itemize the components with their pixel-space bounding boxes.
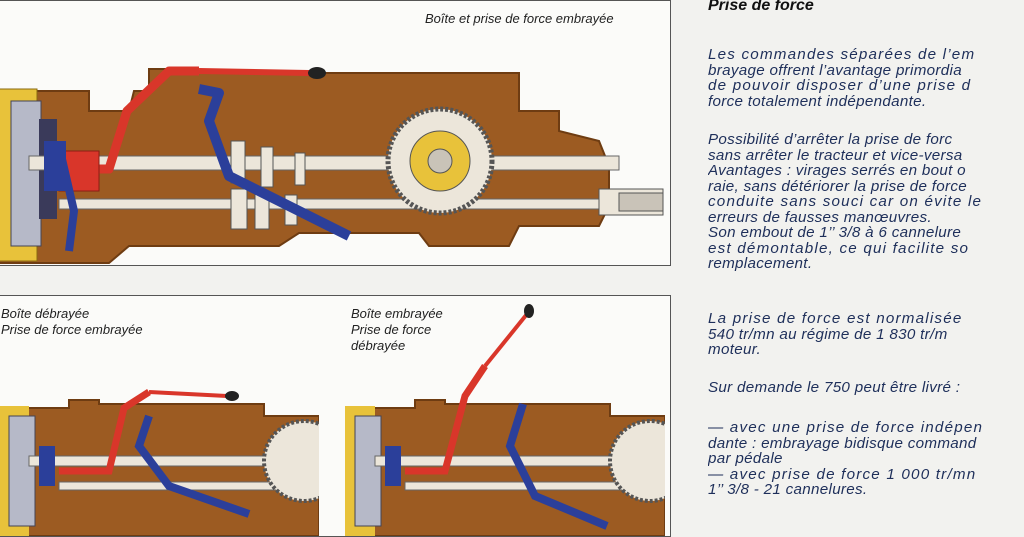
section-title: Prise de force xyxy=(708,0,814,14)
top-figure: Boîte et prise de force embrayée xyxy=(0,0,671,266)
bottom-right-caption: Boîte embrayée Prise de force débrayée xyxy=(351,306,443,353)
paragraph-5: — avec une prise de force indépen dante … xyxy=(708,420,984,498)
paragraph-4: Sur demande le 750 peut être livré : xyxy=(708,380,961,396)
text-column: Prise de force Les commandes séparées de… xyxy=(700,0,1024,532)
paragraph-1: Les commandes séparées de l’em brayage o… xyxy=(708,47,976,109)
paragraph-3: La prise de force est normalisée 540 tr/… xyxy=(708,311,963,358)
paragraph-2: Possibilité d’arrêter la prise de forc s… xyxy=(708,132,983,272)
gearbox-pto-engaged-diagram xyxy=(0,66,664,264)
bottom-figures-panel: Boîte débrayée Prise de force embrayée B… xyxy=(0,295,671,537)
top-figure-caption: Boîte et prise de force embrayée xyxy=(425,11,614,26)
bottom-left-caption: Boîte débrayée Prise de force embrayée xyxy=(1,306,143,337)
gearbox-disengaged-diagram xyxy=(0,389,319,536)
gearbox-pto-disengaged-diagram xyxy=(345,304,665,536)
